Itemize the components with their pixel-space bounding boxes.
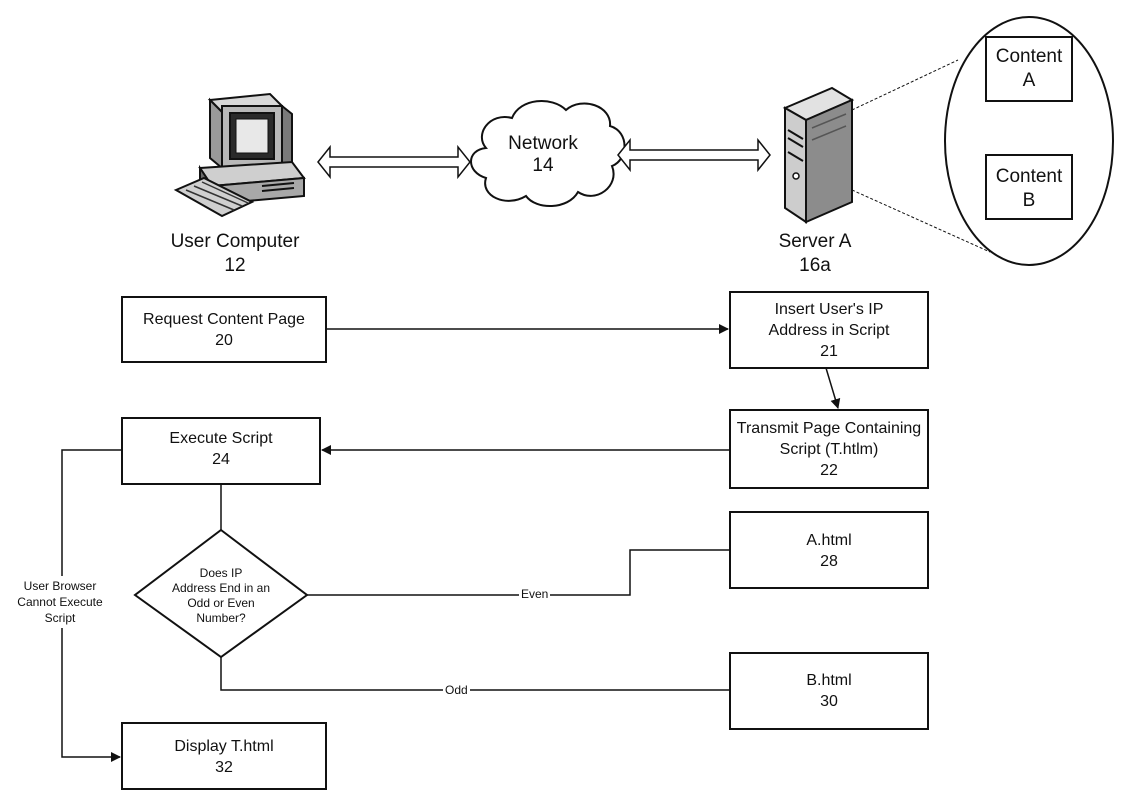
line-even-to-a-html	[307, 549, 730, 596]
transmit-box	[729, 409, 929, 489]
server-tower-icon	[782, 86, 855, 224]
request-box	[121, 296, 327, 363]
line-odd-to-b-html	[220, 657, 730, 691]
content-a-box	[985, 36, 1073, 102]
a-html-box	[729, 511, 929, 589]
network-server-link	[617, 137, 771, 173]
computer-network-link	[317, 144, 471, 180]
arrow-insert-to-transmit	[825, 367, 841, 409]
network-cloud-icon	[470, 99, 626, 208]
fallback-edge-label: User Browser Cannot Execute Script	[12, 576, 108, 628]
even-edge-label: Even	[519, 587, 551, 601]
content-link-top	[851, 59, 959, 111]
content-b-box	[985, 154, 1073, 220]
display-box	[121, 722, 327, 790]
b-html-box	[729, 652, 929, 730]
content-link-bottom	[851, 189, 991, 253]
user-computer-icon	[173, 92, 306, 218]
insert-box	[729, 291, 929, 369]
odd-edge-label: Odd	[443, 683, 470, 697]
execute-box	[121, 417, 321, 485]
